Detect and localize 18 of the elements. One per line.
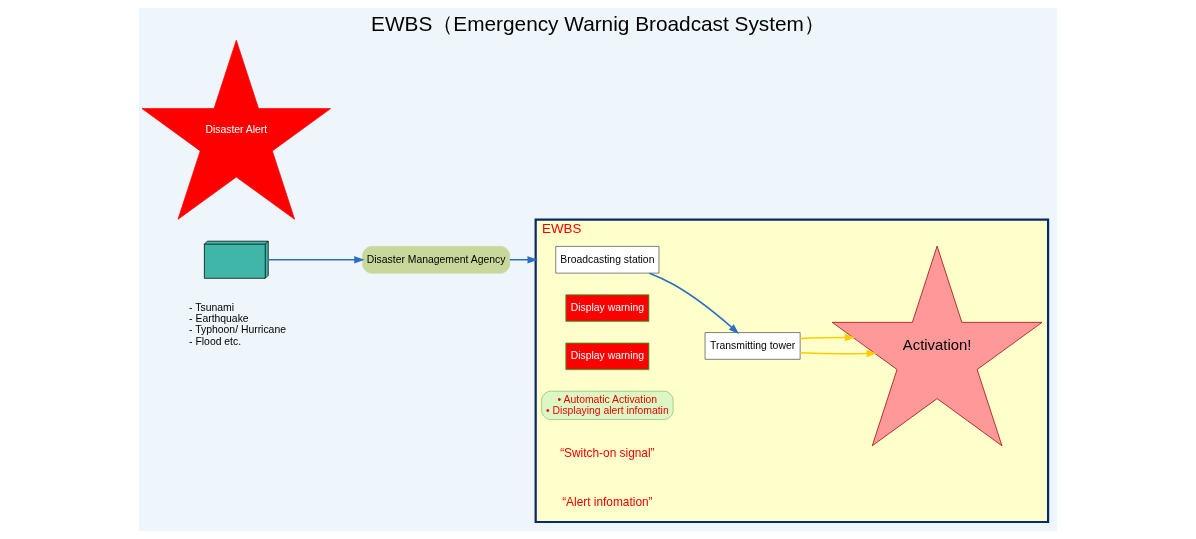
node-label: - Earthquake xyxy=(189,313,249,325)
arrow xyxy=(799,333,856,342)
node-box: Transmitting tower xyxy=(704,332,801,360)
node-box: Display warning xyxy=(565,342,650,371)
node-label: - Tsunami xyxy=(189,302,234,314)
node-label: - Typhoon/ Hurricane xyxy=(189,324,286,336)
arrow xyxy=(648,272,740,334)
arrow xyxy=(509,256,538,264)
arrow xyxy=(267,256,365,264)
arrow xyxy=(799,349,877,358)
node-box: Display warning xyxy=(565,294,650,322)
node-box: • Automatic Activation • Displaying alert infomatin xyxy=(541,390,674,420)
node-label: - Flood etc. xyxy=(189,335,242,347)
node-box: Broadcasting station xyxy=(555,246,660,274)
label: “Switch-on signal” xyxy=(560,446,655,461)
diagram-title: EWBS（Emergency Warnig Broadcast System） xyxy=(371,11,825,35)
label: “Alert infomation” xyxy=(562,494,653,509)
node-box: Disaster Management Agency xyxy=(362,246,511,274)
